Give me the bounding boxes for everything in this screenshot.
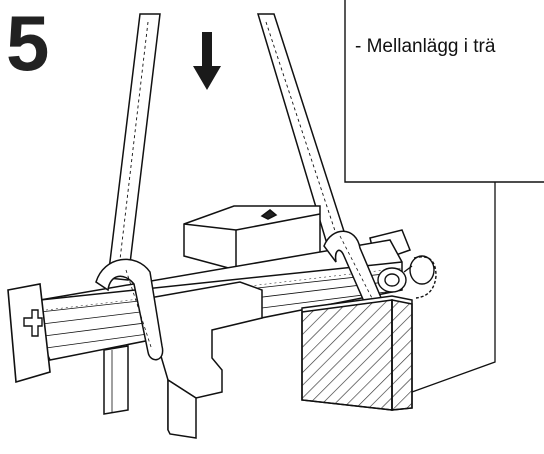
callout-box [344, 0, 544, 183]
step-number: 5 [6, 0, 50, 87]
left-strap-loop [95, 258, 164, 361]
wooden-spacer-block [301, 295, 413, 411]
left-lifting-strap [107, 13, 161, 281]
left-end-plate [7, 283, 51, 384]
top-box [183, 205, 321, 271]
valve-fitting [377, 255, 437, 299]
down-arrow-icon [193, 32, 221, 90]
callout-text: - Mellanlägg i trä [355, 36, 496, 57]
lower-bracket [103, 281, 263, 439]
callout-leader-line [411, 182, 496, 393]
